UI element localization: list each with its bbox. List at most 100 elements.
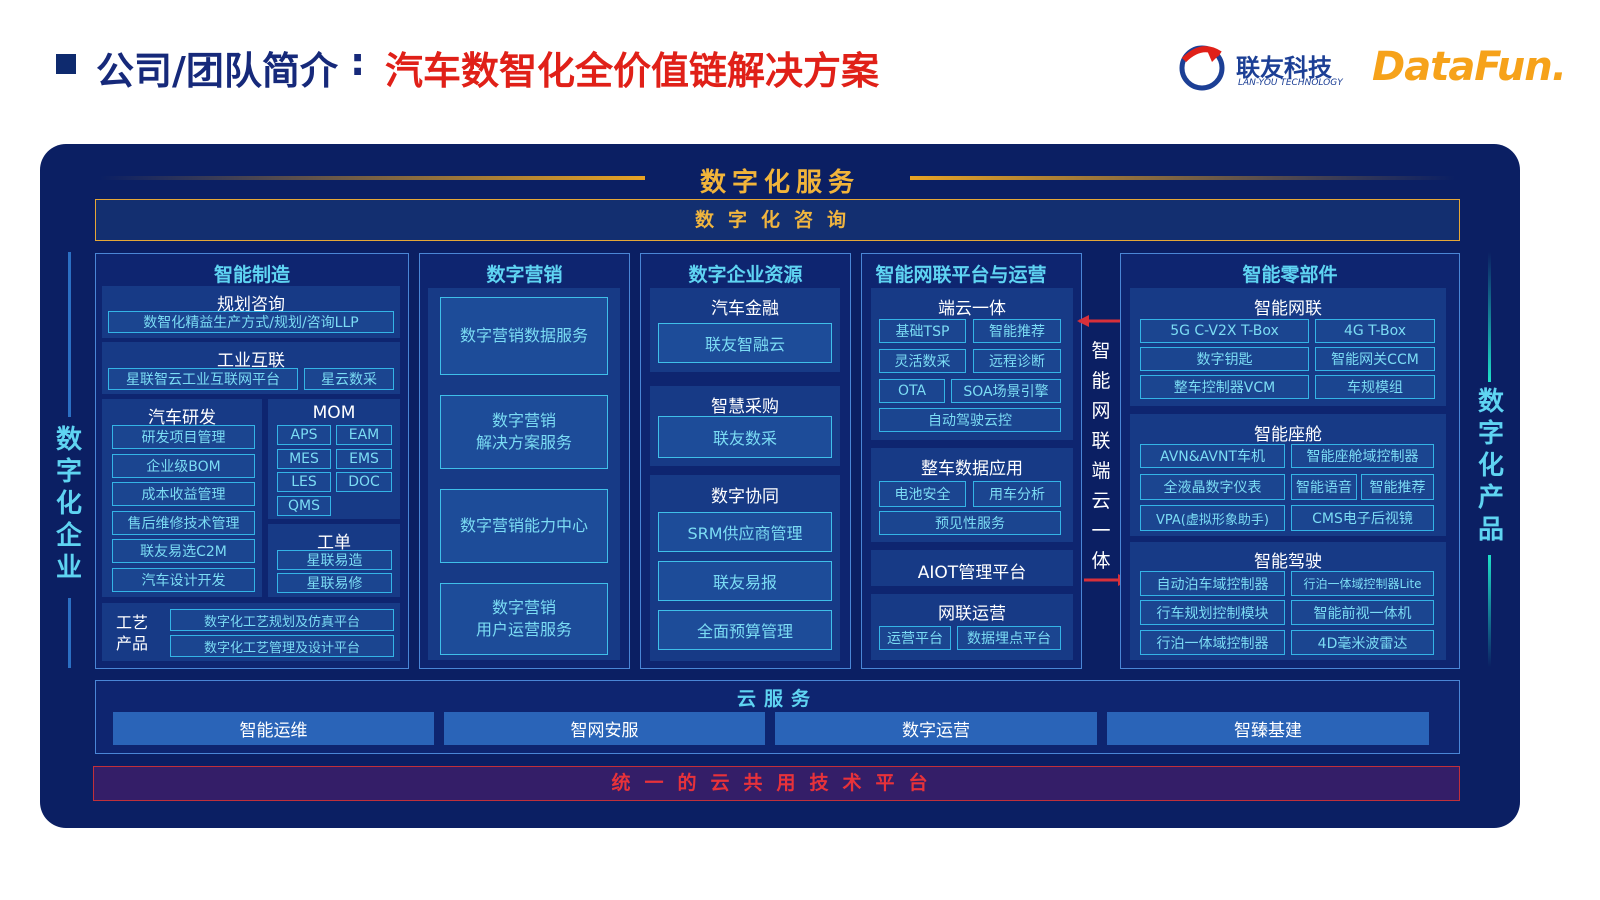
driving-item[interactable]: 行车规划控制模块 [1140, 600, 1285, 625]
aiot-title[interactable]: AIOT管理平台 [917, 563, 1027, 583]
vehicle-data-item[interactable]: 用车分析 [973, 481, 1061, 507]
iot-title: 工业互联 [217, 351, 285, 371]
parts-net-item[interactable]: 整车控制器VCM [1140, 375, 1309, 399]
marketing-item[interactable]: 数字营销能力中心 [440, 489, 608, 563]
order-item[interactable]: 星联易造 [277, 550, 392, 570]
mom-item[interactable]: EMS [336, 449, 392, 469]
network-ops-item[interactable]: 运营平台 [879, 626, 951, 650]
marketing-title: 数字营销 [486, 264, 563, 286]
driving-item[interactable]: 行泊一体域控制器Lite [1291, 571, 1434, 596]
cloud-edge-item[interactable]: 智能推荐 [973, 319, 1061, 343]
rd-item[interactable]: 联友易选C2M [112, 539, 255, 563]
mom-item[interactable]: APS [277, 425, 331, 445]
arrow-left-icon [1077, 315, 1123, 327]
vehicle-data-item[interactable]: 预见性服务 [879, 511, 1061, 535]
digital-enterprise-label: 数字化企业 [55, 425, 82, 583]
vehicle-data-item[interactable]: 电池安全 [879, 481, 966, 507]
rd-item[interactable]: 研发项目管理 [112, 425, 255, 449]
cloud-edge-item[interactable]: OTA [879, 379, 945, 403]
vehicle-data-title: 整车数据应用 [921, 459, 1023, 479]
parts-net-item[interactable]: 4G T-Box [1315, 319, 1435, 343]
manufacturing-title: 智能制造 [213, 264, 290, 286]
craft-item[interactable]: 数字化工艺管理及设计平台 [170, 635, 394, 657]
connected-title: 智能网联平台与运营 [875, 264, 1047, 286]
parts-net-title: 智能网联 [1254, 299, 1322, 319]
datafun-logo: DataFun. [1372, 44, 1567, 90]
collab-item[interactable]: 联友易报 [658, 561, 832, 601]
cockpit-item[interactable]: CMS电子后视镜 [1291, 505, 1434, 531]
vertical-char: 网 [1091, 400, 1111, 422]
driving-item[interactable]: 智能前视一体机 [1291, 600, 1434, 625]
digital-product-label: 数字化产品 [1477, 387, 1504, 545]
cloud-service-item[interactable]: 数字运营 [775, 712, 1097, 745]
right-side-line-top [1488, 252, 1491, 382]
erp-title: 数字企业资源 [688, 264, 803, 286]
marketing-item[interactable]: 数字营销 解决方案服务 [440, 395, 608, 469]
left-side-line-top [68, 252, 71, 417]
digital-service-title: 数字化服务 [699, 168, 860, 198]
marketing-item[interactable]: 数字营销数据服务 [440, 297, 608, 375]
order-title: 工单 [317, 533, 351, 553]
driving-item[interactable]: 自动泊车域控制器 [1140, 571, 1285, 596]
craft-item[interactable]: 数字化工艺规划及仿真平台 [170, 609, 394, 631]
vertical-char: 联 [1091, 430, 1111, 452]
connected-vertical-label: 智 能 网 联 端 云 一 体 [1088, 336, 1114, 576]
collab-item[interactable]: 全面预算管理 [658, 610, 832, 650]
cloud-edge-item[interactable]: 灵活数采 [879, 349, 966, 373]
cockpit-item[interactable]: 智能推荐 [1361, 474, 1434, 500]
collab-title: 数字协同 [711, 487, 779, 507]
purchase-title: 智慧采购 [711, 397, 779, 417]
iot-platform-item[interactable]: 星联智云工业互联网平台 [108, 368, 298, 390]
rd-item[interactable]: 企业级BOM [112, 454, 255, 478]
cloud-edge-item[interactable]: SOA场景引擎 [951, 379, 1061, 403]
parts-net-item[interactable]: 车规模组 [1315, 375, 1435, 399]
cockpit-item[interactable]: VPA(虚拟形象助手) [1140, 505, 1285, 531]
cloud-service-item[interactable]: 智能运维 [113, 712, 434, 745]
driving-item[interactable]: 行泊一体域控制器 [1140, 630, 1285, 655]
header-line-left [100, 176, 645, 180]
marketing-item[interactable]: 数字营销 用户运营服务 [440, 583, 608, 655]
network-ops-item[interactable]: 数据埋点平台 [957, 626, 1061, 650]
collab-item[interactable]: SRM供应商管理 [658, 512, 832, 552]
mom-item[interactable]: EAM [336, 425, 392, 445]
parts-net-item[interactable]: 智能网关CCM [1315, 347, 1435, 371]
unified-platform-bar: 统一的云共用技术平台 [93, 766, 1460, 801]
rd-item[interactable]: 汽车设计开发 [112, 568, 255, 592]
cloud-edge-item[interactable]: 基础TSP [879, 319, 966, 343]
lanyou-logo-subtext: LAN-YOU TECHNOLOGY [1238, 78, 1343, 88]
driving-item[interactable]: 4D毫米波雷达 [1291, 630, 1434, 655]
vertical-char: 能 [1091, 370, 1111, 392]
cockpit-item[interactable]: 智能座舱域控制器 [1291, 444, 1434, 468]
craft-title: 工艺 产品 [115, 613, 148, 653]
left-side-line-bottom [68, 598, 71, 668]
rd-item[interactable]: 成本收益管理 [112, 482, 255, 506]
cloud-edge-item[interactable]: 远程诊断 [973, 349, 1061, 373]
parts-title: 智能零部件 [1242, 264, 1338, 286]
finance-item[interactable]: 联友智融云 [658, 323, 832, 363]
cloud-edge-title: 端云一体 [938, 299, 1006, 319]
parts-net-item[interactable]: 数字钥匙 [1140, 347, 1309, 371]
vertical-char: 一 [1091, 520, 1111, 542]
mom-item[interactable]: DOC [336, 472, 392, 492]
vertical-char: 体 [1091, 550, 1111, 572]
rd-item[interactable]: 售后维修技术管理 [112, 511, 255, 535]
planning-item[interactable]: 数智化精益生产方式/规划/咨询LLP [108, 311, 394, 333]
iot-collect-item[interactable]: 星云数采 [304, 368, 394, 390]
right-side-line-bottom [1488, 555, 1491, 667]
purchase-item[interactable]: 联友数采 [658, 416, 832, 458]
parts-net-item[interactable]: 5G C-V2X T-Box [1140, 319, 1309, 343]
cockpit-item[interactable]: 全液晶数字仪表 [1140, 474, 1285, 500]
order-item[interactable]: 星联易修 [277, 573, 392, 593]
cloud-service-item[interactable]: 智臻基建 [1107, 712, 1429, 745]
vertical-char: 云 [1091, 490, 1111, 512]
cockpit-item[interactable]: 智能语音 [1291, 474, 1357, 500]
cloud-service-item[interactable]: 智网安服 [444, 712, 765, 745]
mom-item[interactable]: QMS [277, 496, 331, 516]
vertical-char: 智 [1091, 340, 1111, 362]
mom-item[interactable]: MES [277, 449, 331, 469]
cockpit-item[interactable]: AVN&AVNT车机 [1140, 444, 1285, 468]
mom-item[interactable]: LES [277, 472, 331, 492]
lanyou-logo-text: 联友科技 [1236, 54, 1332, 82]
cloud-edge-item[interactable]: 自动驾驶云控 [879, 408, 1061, 432]
rd-title: 汽车研发 [148, 408, 216, 428]
